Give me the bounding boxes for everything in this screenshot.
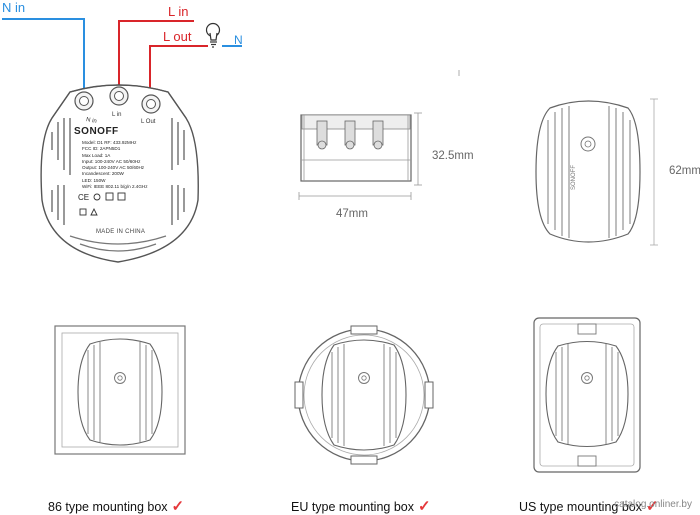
l-out-wire bbox=[149, 45, 208, 98]
dimension-lines bbox=[298, 70, 460, 200]
svg-text:SONOFF: SONOFF bbox=[571, 165, 577, 190]
mount-eu-diagram bbox=[294, 325, 434, 465]
device-back-view: SONOFF bbox=[535, 98, 658, 246]
light-bulb-icon bbox=[205, 22, 221, 48]
caption-eu: EU type mounting box ✓ bbox=[291, 497, 431, 515]
made-in-label: MADE IN CHINA bbox=[96, 229, 146, 235]
spec-line: WiFi: IEEE 802.11 b/g/n 2.4GHz bbox=[82, 184, 148, 190]
terminal-lout-label: L Out bbox=[141, 119, 156, 125]
vent-ribs-left bbox=[51, 118, 71, 225]
terminal-n-icon bbox=[74, 91, 94, 111]
n-in-wire bbox=[2, 18, 85, 92]
spec-line: FCC ID: 2APN5D1 bbox=[82, 146, 121, 152]
check-icon: ✓ bbox=[418, 498, 431, 515]
mount-us-diagram bbox=[533, 317, 641, 473]
mount-86-diagram bbox=[54, 325, 186, 455]
spec-line: Input: 100-240V AC 50/60Hz bbox=[82, 158, 141, 164]
spec-line: Incandescent: 200W bbox=[82, 171, 124, 177]
spec-line: LED: 150W bbox=[82, 177, 106, 183]
l-in-label: L in bbox=[168, 4, 189, 19]
caption-eu-text: EU type mounting box bbox=[291, 500, 414, 514]
terminal-l-label: L in bbox=[112, 112, 122, 118]
spec-list: Model: D1 RF: 433.92MHz FCC ID: 2APN5D1 … bbox=[82, 140, 148, 190]
terminal-lout-icon bbox=[141, 94, 161, 114]
check-icon: ✓ bbox=[171, 498, 185, 515]
wiring-diagram bbox=[2, 18, 242, 98]
n-in-label: N in bbox=[2, 0, 26, 15]
brand-logo: SONOFF bbox=[74, 126, 119, 137]
device-side-view bbox=[298, 70, 460, 200]
n-out-label: N bbox=[234, 33, 243, 47]
caption-86-text: 86 type mounting box bbox=[48, 500, 168, 514]
spec-line: Output: 100-240V AC 50/60Hz bbox=[82, 165, 145, 171]
watermark: catalog.onliner.by bbox=[614, 499, 692, 510]
terminal-l-icon bbox=[109, 86, 129, 106]
certification-icons: CE bbox=[78, 192, 126, 216]
spec-line: Max Load: 1A bbox=[82, 152, 111, 158]
svg-text:CE: CE bbox=[78, 193, 89, 202]
device-front-view: CE bbox=[40, 84, 199, 263]
caption-us: US type mounting box ✓ bbox=[519, 497, 659, 515]
caption-us-text: US type mounting box bbox=[519, 500, 642, 514]
spec-line: Model: D1 RF: 433.92MHz bbox=[82, 140, 137, 145]
depth-dimension: 62mm bbox=[669, 165, 700, 177]
side-terminals bbox=[316, 120, 384, 150]
height-dimension: 32.5mm bbox=[432, 150, 474, 162]
width-dimension: 47mm bbox=[336, 208, 368, 220]
check-icon: ✓ bbox=[646, 498, 659, 515]
vent-ribs-right bbox=[171, 118, 185, 225]
l-out-label: L out bbox=[163, 29, 192, 44]
l-in-wire bbox=[118, 20, 194, 92]
caption-86: 86 type mounting box✓ bbox=[48, 497, 184, 515]
